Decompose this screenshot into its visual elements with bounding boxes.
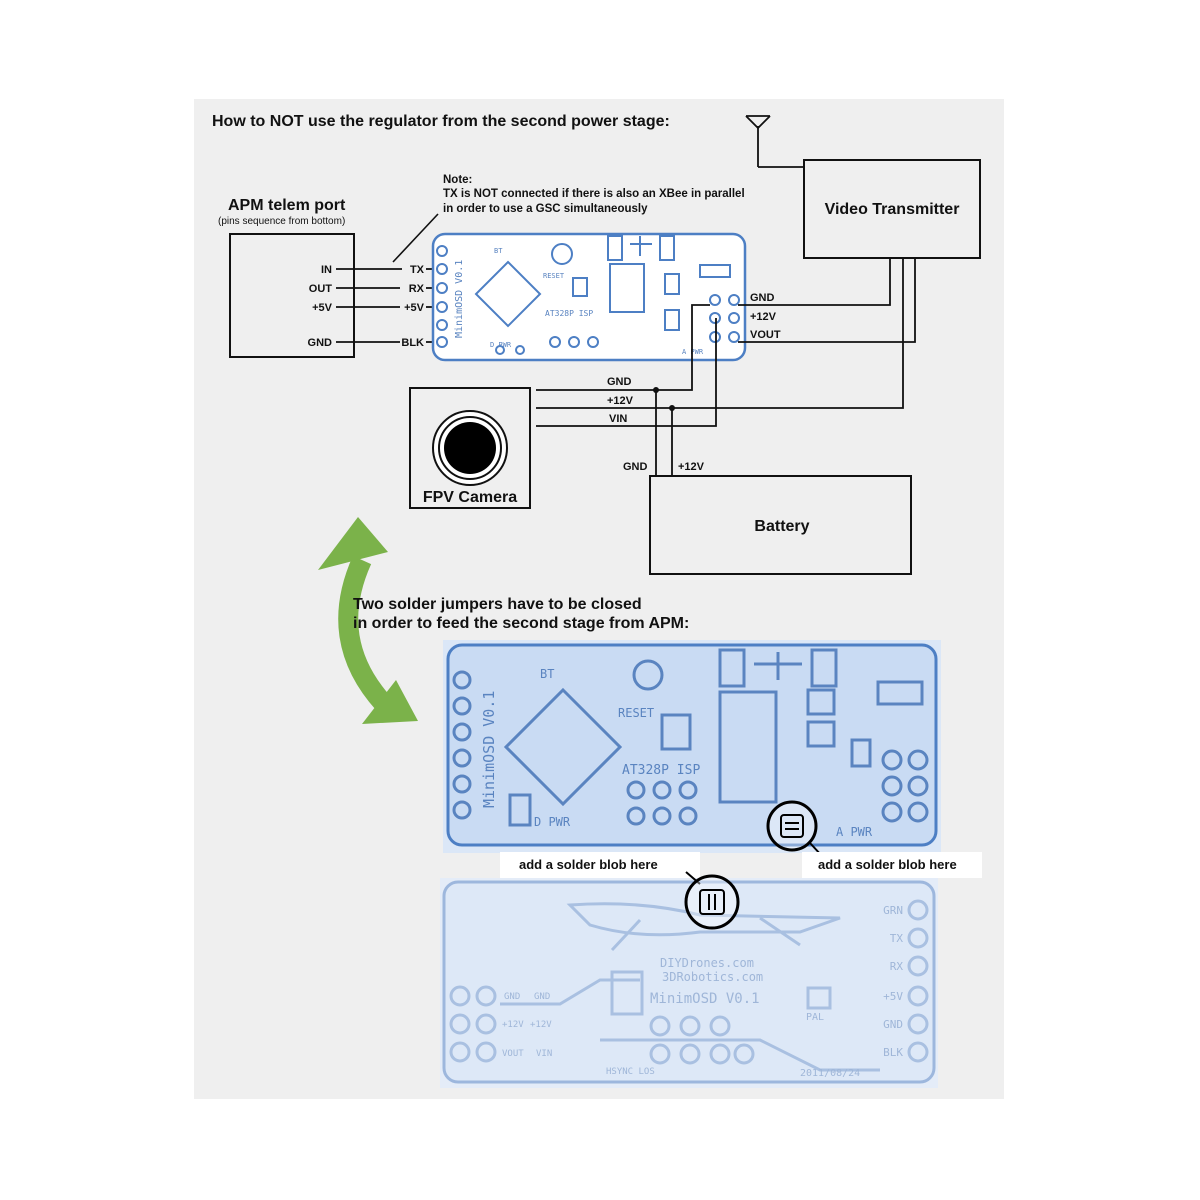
small-pcb-apwr: A PWR [682, 348, 704, 356]
battery-box [649, 475, 912, 575]
note-line-1: TX is NOT connected if there is also an … [443, 188, 745, 200]
fpv-camera-label: FPV Camera [423, 489, 517, 506]
bottom-pcb-pad-12v-1: +12V [502, 1020, 524, 1030]
camera-pin-gnd: GND [607, 376, 632, 388]
curved-arrow-icon [318, 517, 418, 724]
solder-note-left: add a solder blob here [519, 857, 658, 872]
bottom-pcb-site-1: DIYDrones.com [660, 956, 754, 970]
video-transmitter-label: Video Transmitter [825, 201, 960, 218]
large-pcb-chip: AT328P ISP [622, 763, 700, 778]
osd-pin-tx: TX [410, 264, 425, 276]
solder-jumper-circle-right [766, 800, 823, 857]
osd-board-small: MinimOSD V0.1 AT328P ISP RESET BT D PWR … [431, 232, 747, 362]
osd-pin-gnd-right: GND [750, 292, 775, 304]
osd-pin-rx: RX [409, 283, 425, 295]
junction-gnd [653, 387, 659, 393]
fpv-camera-box [409, 387, 531, 509]
large-pcb-apwr: A PWR [836, 825, 873, 839]
instruction-line-1: Two solder jumpers have to be closed [353, 596, 642, 613]
note-title: Note: [443, 174, 472, 186]
bottom-pcb-pin-gnd: GND [883, 1018, 903, 1031]
apm-title: APM telem port [228, 197, 346, 214]
battery-pin-12v: +12V [678, 461, 705, 473]
apm-pin-in: IN [321, 264, 332, 276]
large-pcb-reset: RESET [618, 706, 654, 720]
bottom-pcb-pal: PAL [806, 1012, 824, 1023]
bottom-pcb-pad-gnd-2: GND [534, 992, 550, 1002]
bottom-pcb-pin-grn: GRN [883, 904, 903, 917]
osd-pin-5v: +5V [404, 302, 425, 314]
solder-note-right-bg [802, 852, 982, 878]
video-transmitter-box [803, 159, 981, 259]
power-wires [536, 258, 916, 476]
diagram-heading: How to NOT use the regulator from the se… [212, 113, 670, 130]
camera-pin-vin: VIN [609, 413, 627, 425]
small-pcb-bt: BT [494, 247, 503, 255]
osd-pin-vout-right: VOUT [750, 329, 781, 341]
note-pointer-line [392, 213, 439, 263]
instruction-line-2: in order to feed the second stage from A… [353, 615, 689, 632]
note-line-2: in order to use a GSC simultaneously [443, 203, 648, 215]
antenna-icon [745, 115, 804, 168]
junction-12v [669, 405, 675, 411]
solder-jumper-circle-left [684, 871, 740, 930]
large-pcb-bt: BT [540, 667, 554, 681]
solder-note-left-bg [500, 852, 700, 878]
apm-pin-5v: +5V [312, 302, 333, 314]
apm-subtitle: (pins sequence from bottom) [218, 216, 345, 227]
solder-note-right: add a solder blob here [818, 857, 957, 872]
small-pcb-reset: RESET [543, 272, 565, 280]
apm-pin-gnd: GND [308, 337, 333, 349]
bottom-pcb-hsync: HSYNC LOS [606, 1067, 655, 1077]
small-pcb-chip: AT328P ISP [545, 309, 593, 318]
osd-board-top-large: MinimOSD V0.1 AT328P ISP RESET BT D PWR … [443, 640, 941, 853]
osd-pin-12v-right: +12V [750, 311, 777, 323]
bottom-pcb-pad-vout: VOUT [502, 1049, 524, 1059]
small-pcb-name: MinimOSD V0.1 [454, 260, 465, 338]
camera-lens-icon [432, 410, 508, 486]
bottom-pcb-site-2: 3DRobotics.com [662, 970, 763, 984]
apm-pin-out: OUT [309, 283, 333, 295]
small-pcb-dpwr: D PWR [490, 341, 512, 349]
large-pcb-name: MinimOSD V0.1 [480, 691, 498, 808]
large-pcb-dpwr: D PWR [534, 815, 571, 829]
bottom-pcb-pin-rx: RX [890, 960, 904, 973]
bottom-pcb-pin-blk: BLK [883, 1046, 903, 1059]
battery-label: Battery [754, 518, 809, 535]
bottom-pcb-pad-12v-2: +12V [530, 1020, 552, 1030]
osd-pin-blk: BLK [401, 337, 424, 349]
battery-pin-gnd: GND [623, 461, 648, 473]
bottom-pcb-pin-tx: TX [890, 932, 904, 945]
bottom-pcb-pin-5v: +5V [883, 990, 903, 1003]
bottom-pcb-pad-gnd-1: GND [504, 992, 520, 1002]
bottom-pcb-date: 2011/08/24 [800, 1068, 860, 1079]
bottom-pcb-name: MinimOSD V0.1 [650, 991, 760, 1007]
camera-pin-12v: +12V [607, 395, 634, 407]
apm-port-box [229, 233, 355, 358]
bottom-pcb-pad-vin: VIN [536, 1049, 552, 1059]
